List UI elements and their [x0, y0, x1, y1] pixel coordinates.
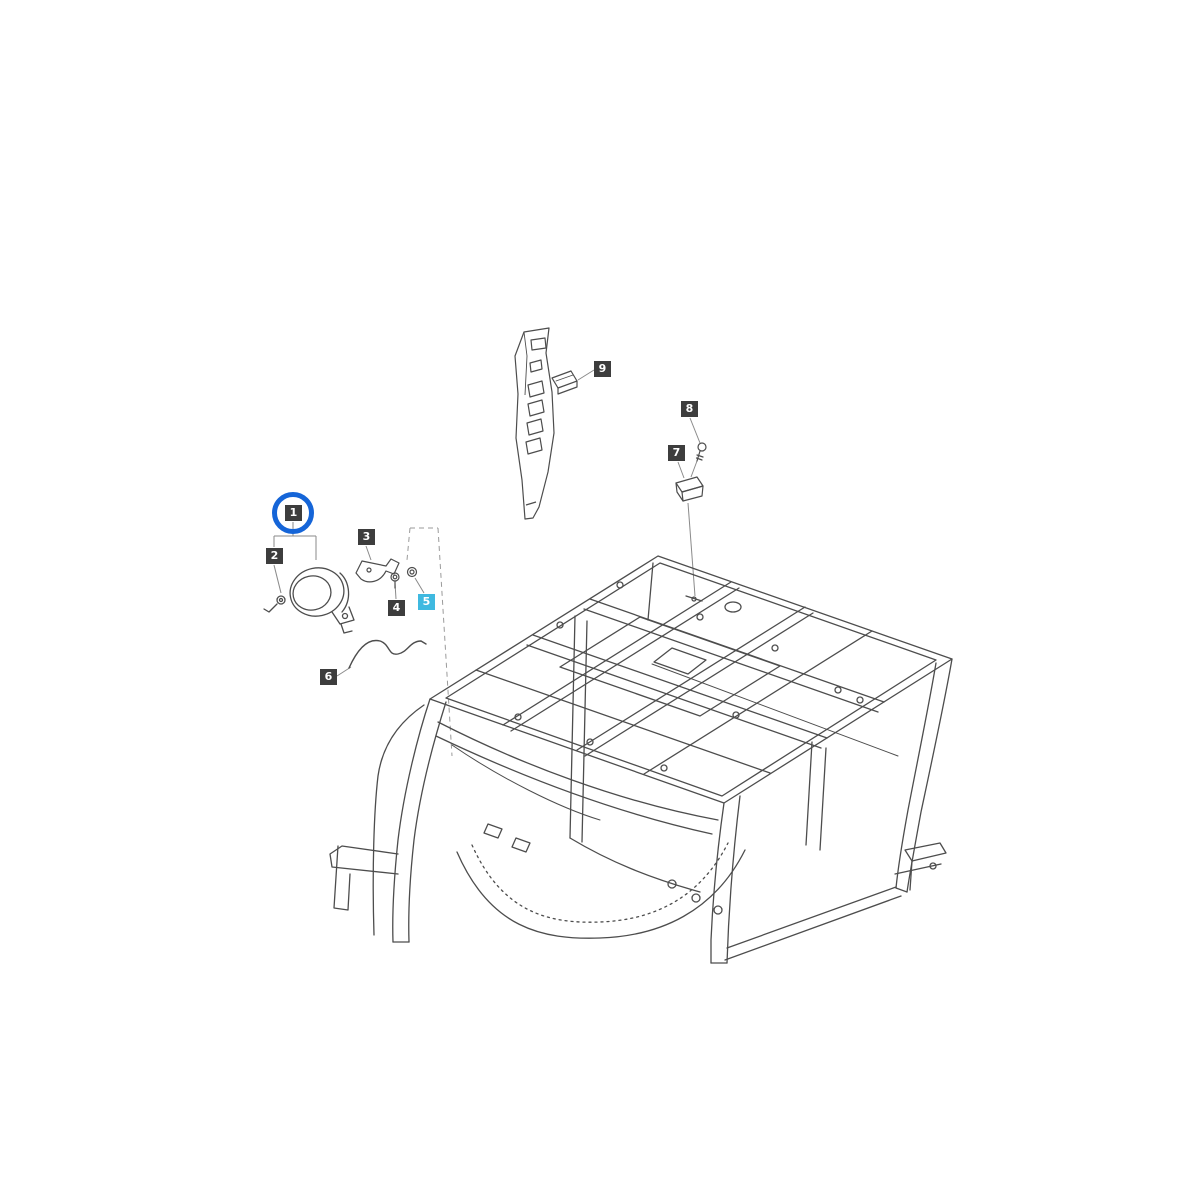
- part-label-1[interactable]: 1: [285, 505, 302, 521]
- wire-harness-part: [348, 639, 427, 669]
- leader-9: [577, 369, 595, 381]
- screw-part-8: [697, 442, 707, 452]
- mounting-parts: [355, 558, 418, 589]
- leader-8: [689, 417, 701, 444]
- switch-part-9: [551, 370, 578, 389]
- dashed-guides: [406, 527, 453, 757]
- cab-frame-line-art: [329, 555, 953, 964]
- sensor-parts: [551, 370, 707, 502]
- part-label-8[interactable]: 8: [681, 401, 698, 417]
- leader-8-to-7: [690, 460, 698, 478]
- part-label-4[interactable]: 4: [388, 600, 405, 616]
- leader-2: [273, 564, 282, 594]
- bracket-part-3: [355, 558, 400, 583]
- nut-part-5: [406, 566, 418, 578]
- leader-5: [414, 577, 425, 594]
- leader-3: [365, 545, 372, 561]
- part-label-2[interactable]: 2: [266, 548, 283, 564]
- fender-arc: [456, 849, 746, 939]
- part-label-3[interactable]: 3: [358, 529, 375, 545]
- leader-7-to-frame: [687, 502, 696, 597]
- bolt-part-4: [390, 572, 400, 582]
- lamp-lens-inner: [292, 575, 332, 611]
- lamp-bracket: [331, 606, 355, 625]
- work-lamp-parts: [263, 567, 355, 634]
- pillar-trim-part: [514, 327, 555, 520]
- part-label-5[interactable]: 5: [418, 594, 435, 610]
- part-label-7[interactable]: 7: [668, 445, 685, 461]
- selected-part-ring: [272, 492, 314, 534]
- knob-part-2: [276, 595, 286, 605]
- part-label-9[interactable]: 9: [594, 361, 611, 377]
- part-label-6[interactable]: 6: [320, 669, 337, 685]
- leader-7: [677, 461, 685, 479]
- lamp-lens-outer: [289, 567, 345, 617]
- leader-lines: [273, 369, 701, 677]
